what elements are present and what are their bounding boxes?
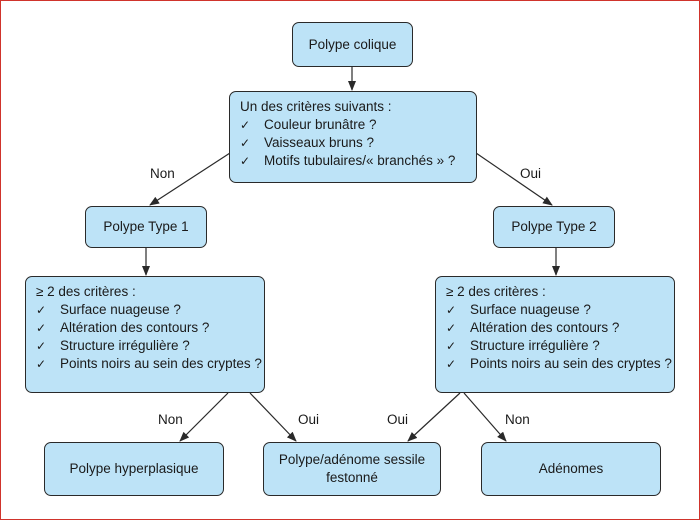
node-polype-type-1: Polype Type 1 [85, 206, 207, 248]
check-icon: ✓ [36, 339, 47, 353]
check-icon: ✓ [446, 339, 457, 353]
edge-label-non: Non [158, 412, 183, 427]
node-label: Polype Type 2 [511, 219, 597, 234]
arrow-left-to-hyperplastic [179, 392, 229, 442]
arrow-criteria-to-type1 [149, 152, 231, 206]
check-icon: ✓ [36, 321, 47, 335]
node-criteria-left: ≥ 2 des critères : ✓Surface nuageuse ? ✓… [25, 276, 265, 393]
node-label: Polype Type 1 [103, 219, 189, 234]
check-icon: ✓ [446, 303, 457, 317]
criteria-item: ✓Surface nuageuse ? [446, 302, 591, 317]
arrow-left-to-sessile [249, 392, 297, 442]
edge-label-non: Non [505, 412, 530, 427]
criteria-item: ✓Altération des contours ? [446, 320, 620, 335]
edge-label-non: Non [150, 166, 175, 181]
criteria-item: ✓Points noirs au sein des cryptes ? [446, 356, 672, 371]
check-icon: ✓ [36, 357, 47, 371]
criteria-item: ✓Motifs tubulaires/« branchés » ? [240, 153, 456, 168]
criteria-heading: Un des critères suivants : [240, 99, 392, 114]
node-criteria-top: Un des critères suivants : ✓Couleur brun… [229, 91, 477, 183]
criteria-item: ✓Vaisseaux bruns ? [240, 135, 375, 150]
arrow-criteria-to-type2 [475, 152, 553, 206]
edge-label-oui: Oui [520, 166, 542, 181]
arrow-right-to-adenomas [463, 392, 507, 442]
node-polype-hyperplasique: Polype hyperplasique [44, 442, 224, 496]
criteria-item: ✓Points noirs au sein des cryptes ? [36, 356, 262, 371]
check-icon: ✓ [240, 118, 251, 132]
criteria-item: ✓Structure irrégulière ? [36, 338, 190, 353]
criteria-item: ✓Couleur brunâtre ? [240, 117, 377, 132]
criteria-heading: ≥ 2 des critères : [446, 284, 546, 299]
node-label: Polype colique [308, 36, 397, 52]
node-polype-colique: Polype colique [292, 22, 413, 67]
check-icon: ✓ [240, 154, 251, 168]
check-icon: ✓ [36, 303, 47, 317]
criteria-item: ✓Altération des contours ? [36, 320, 210, 335]
node-polype-type-2: Polype Type 2 [493, 206, 615, 248]
node-label: Polype hyperplasique [69, 461, 199, 476]
criteria-item: ✓Surface nuageuse ? [36, 302, 181, 317]
criteria-item: ✓Structure irrégulière ? [446, 338, 600, 353]
arrow-right-to-sessile [407, 392, 461, 442]
check-icon: ✓ [446, 321, 457, 335]
node-label: Polype/adénome sessile festonné [278, 452, 426, 485]
node-adenome-sessile-festonne: Polype/adénome sessile festonné [263, 442, 441, 496]
check-icon: ✓ [240, 136, 251, 150]
edge-label-oui: Oui [387, 412, 409, 427]
edge-label-oui: Oui [298, 412, 320, 427]
criteria-heading: ≥ 2 des critères : [36, 284, 136, 299]
check-icon: ✓ [446, 357, 457, 371]
node-adenomes: Adénomes [481, 442, 661, 496]
node-criteria-right: ≥ 2 des critères : ✓Surface nuageuse ? ✓… [435, 276, 675, 393]
node-label: Adénomes [538, 461, 604, 476]
